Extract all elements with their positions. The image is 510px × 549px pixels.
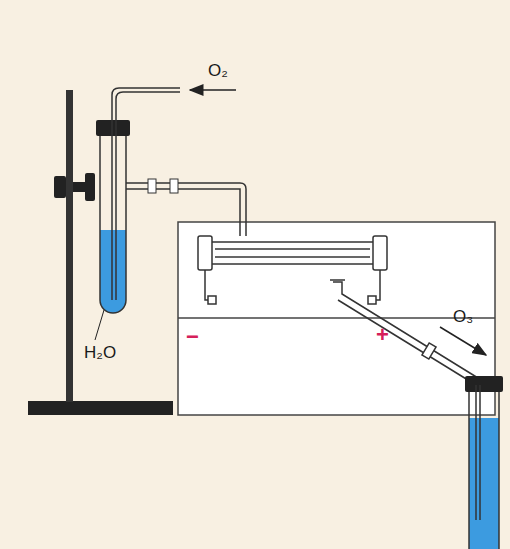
- water-test-tube: [96, 88, 246, 313]
- part-label: H₂O: [84, 344, 116, 361]
- part-label: O₃: [453, 308, 473, 325]
- generator-housing: [178, 222, 495, 415]
- part-label: +: [376, 324, 389, 346]
- outlet-tube: [330, 280, 478, 385]
- flow-arrow: [440, 327, 486, 355]
- receiver-test-tube: [465, 376, 503, 549]
- leader-line: [95, 310, 104, 340]
- ozonizer-tube: [198, 236, 387, 304]
- retort-stand: [28, 90, 173, 415]
- part-label: −: [186, 326, 199, 348]
- part-label: O₂: [208, 62, 228, 79]
- flow-arrow: [190, 89, 236, 91]
